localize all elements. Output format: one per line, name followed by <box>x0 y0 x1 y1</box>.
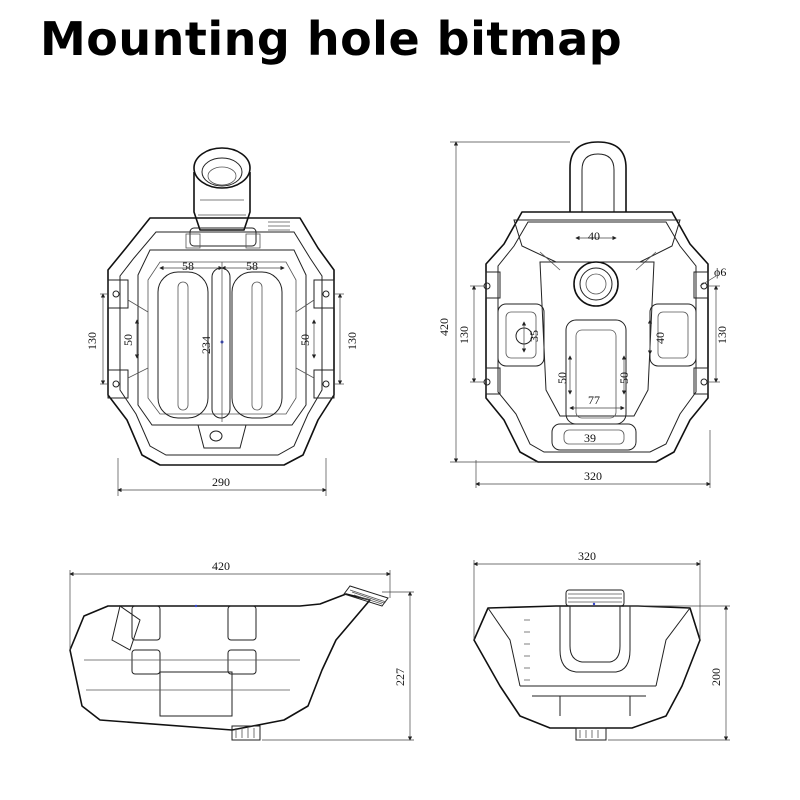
bottom-view <box>107 147 335 466</box>
dim-234: 234 <box>199 336 213 354</box>
center-marker <box>592 602 596 606</box>
side-view-long-dimensions: 420 227 <box>69 559 414 741</box>
top-view-dimensions: 40 ϕ6 420 130 35 40 130 50 50 77 39 320 <box>437 141 729 488</box>
dim-39: 39 <box>584 431 596 445</box>
dim-130-right: 130 <box>345 332 359 350</box>
dim-130-left: 130 <box>457 326 471 344</box>
page-title: Mounting hole bitmap <box>40 12 623 66</box>
dim-77: 77 <box>588 393 600 407</box>
dim-50-left: 50 <box>555 372 569 384</box>
dim-phi6: ϕ6 <box>714 265 726 279</box>
dim-58-left: 58 <box>182 259 194 273</box>
dim-420: 420 <box>437 318 451 336</box>
dim-420: 420 <box>212 559 230 573</box>
dim-290: 290 <box>212 475 230 489</box>
front-view <box>473 589 701 741</box>
dim-227: 227 <box>393 668 407 686</box>
front-view-dimensions: 320 200 <box>473 549 730 741</box>
dim-58-right: 58 <box>246 259 258 273</box>
center-marker <box>194 604 198 608</box>
dim-50-right: 50 <box>617 372 631 384</box>
bottom-view-dimensions: 58 58 234 130 50 50 130 290 <box>85 259 359 496</box>
dim-320: 320 <box>584 469 602 483</box>
dim-200: 200 <box>709 668 723 686</box>
dim-130-right: 130 <box>715 326 729 344</box>
dim-35: 35 <box>527 330 541 342</box>
dim-40-right: 40 <box>653 332 667 344</box>
dim-130-left: 130 <box>85 332 99 350</box>
dim-50-right: 50 <box>298 334 312 346</box>
dim-50-left: 50 <box>121 334 135 346</box>
dim-320: 320 <box>578 549 596 563</box>
dim-40-top: 40 <box>588 229 600 243</box>
top-view <box>483 141 709 463</box>
side-view-long <box>69 585 389 741</box>
